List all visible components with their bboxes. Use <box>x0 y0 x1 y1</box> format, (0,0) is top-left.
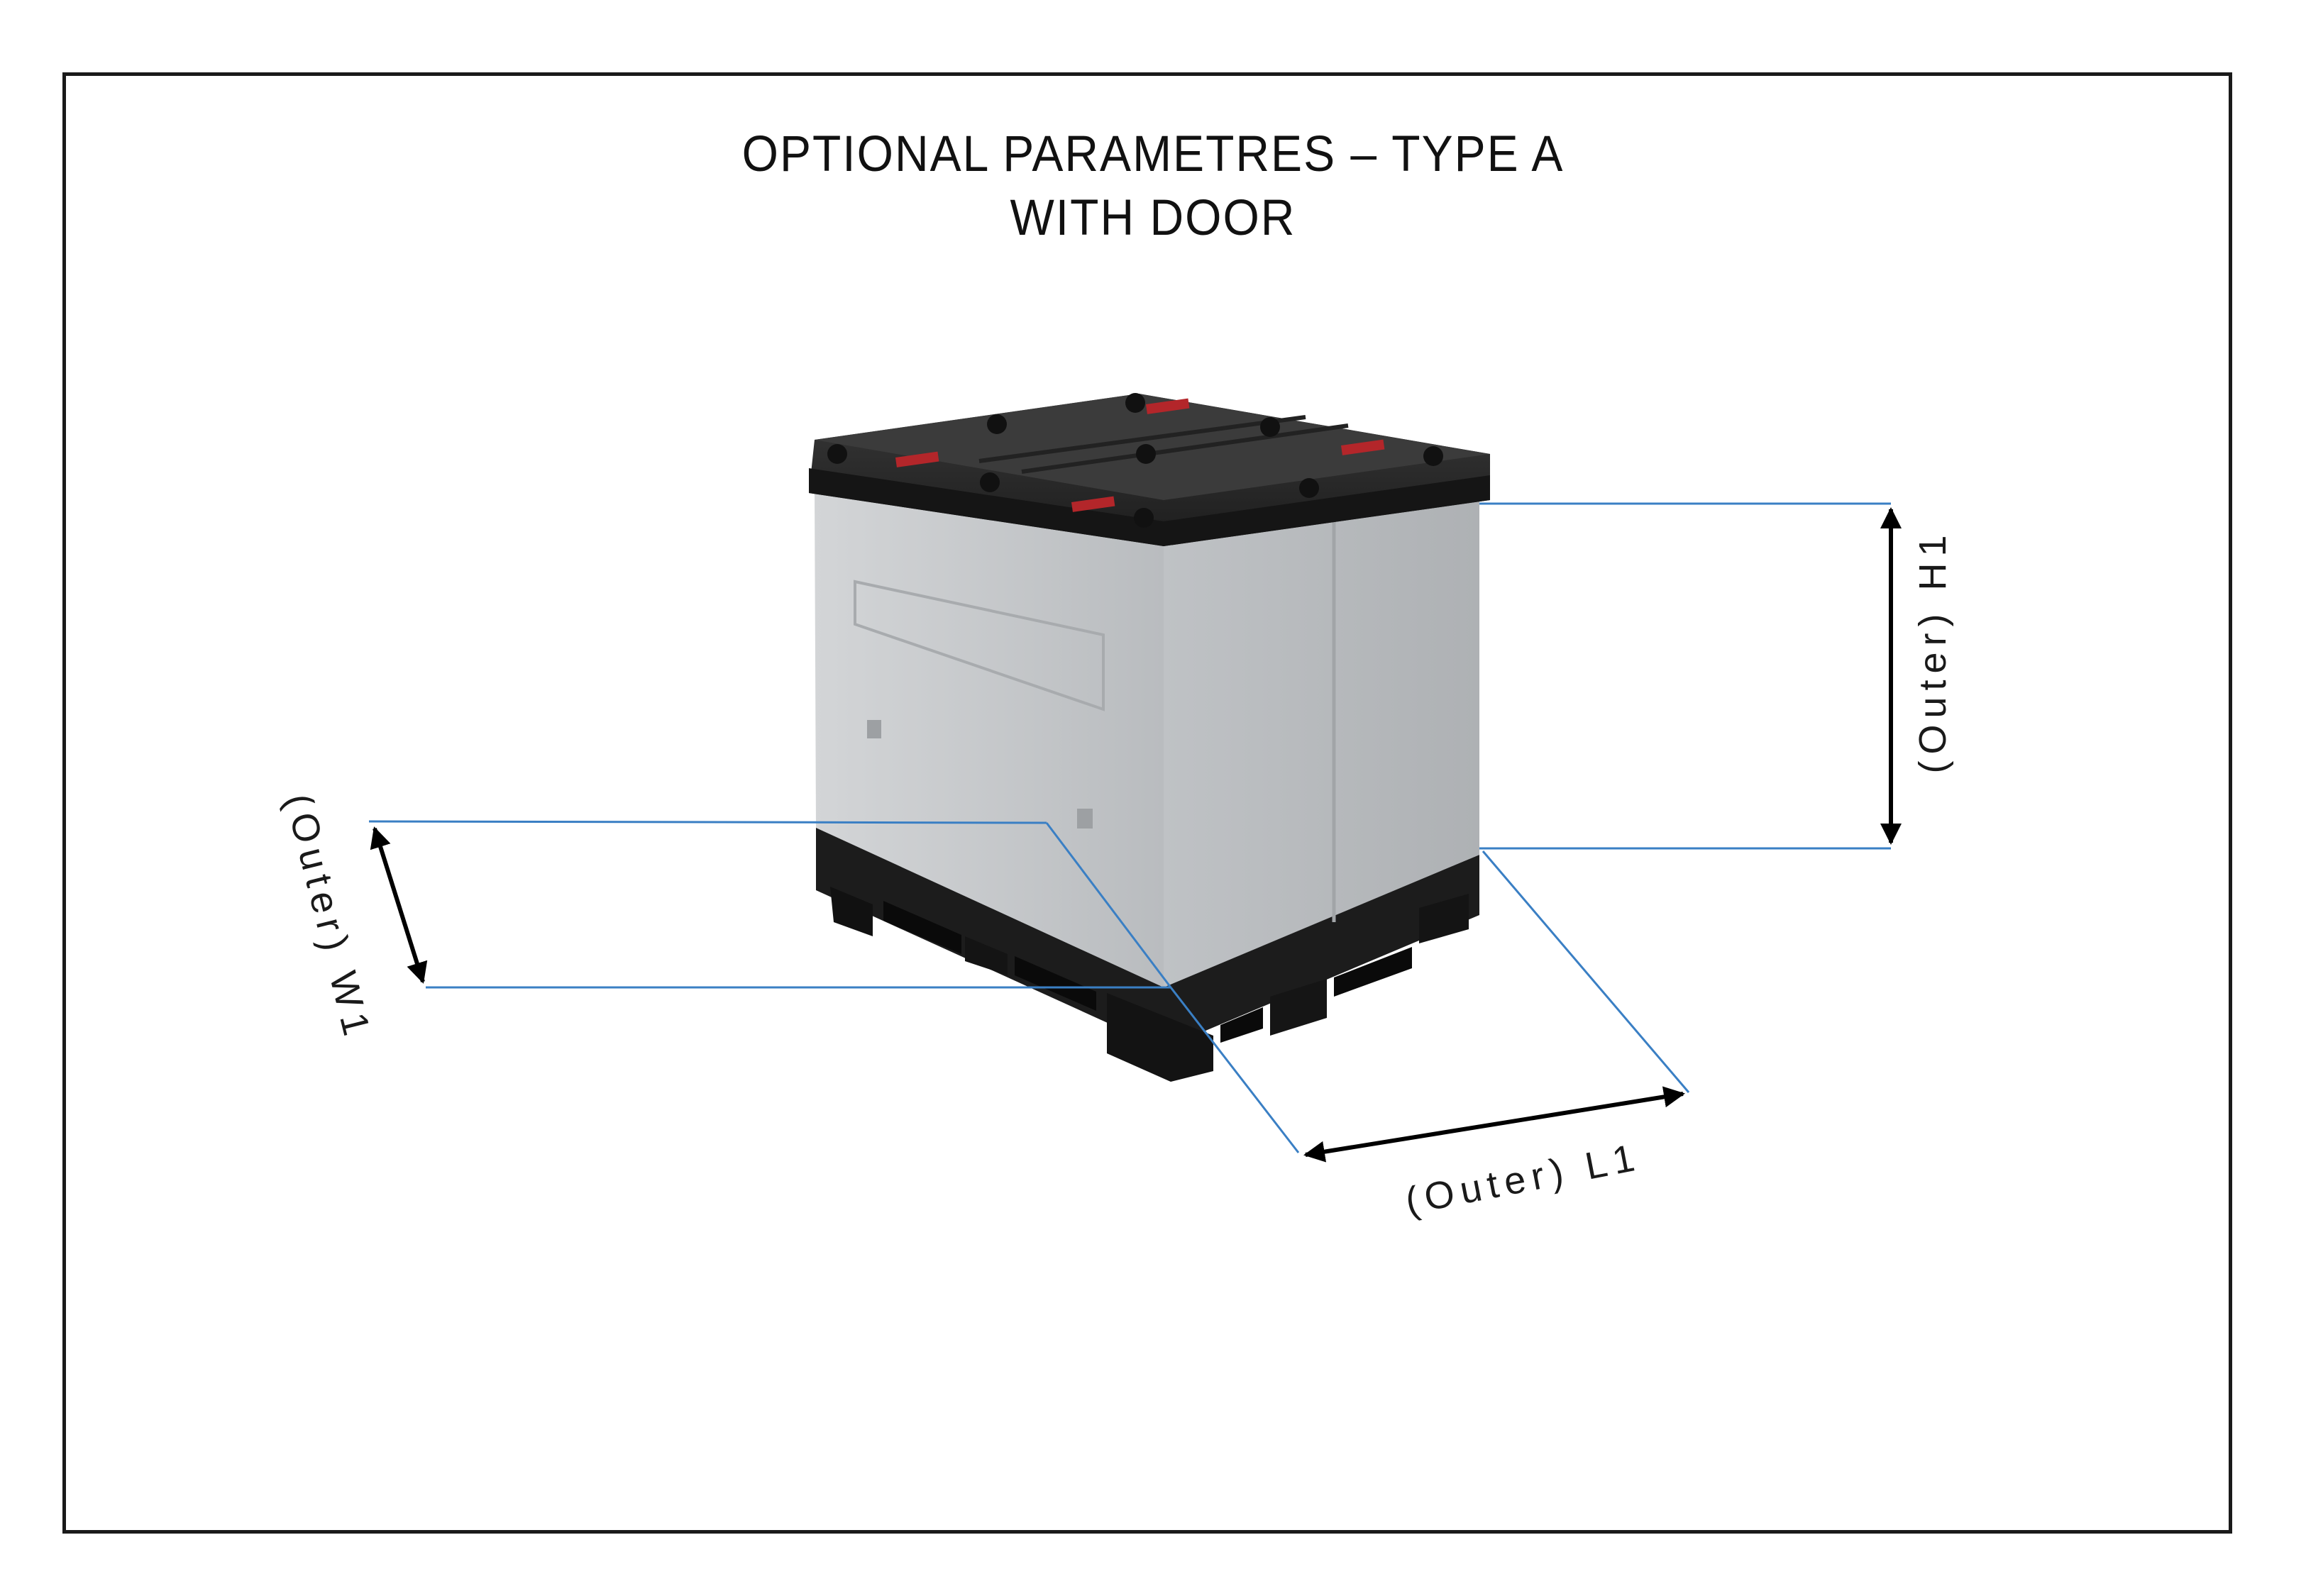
foldable-pallet-box-icon <box>809 393 1490 1082</box>
drawing-frame <box>62 72 2232 1534</box>
vent-detail <box>867 720 881 738</box>
door-panel <box>854 580 1105 711</box>
guide-lines <box>368 502 1891 1153</box>
pallet-base <box>816 826 1479 1082</box>
title-line-2: WITH DOOR <box>1010 189 1296 245</box>
lid <box>809 393 1490 546</box>
length-dimension-arrow <box>1303 1086 1685 1163</box>
length-label: (Outer) L1 <box>1402 1136 1644 1223</box>
width-dimension-arrow <box>370 826 428 984</box>
width-label: (Outer) W1 <box>277 789 380 1046</box>
title-line-1: OPTIONAL PARAMETRES – TYPE A <box>741 125 1565 182</box>
box-side-face <box>1164 500 1479 987</box>
height-label: (Outer) H1 <box>1911 528 1954 773</box>
vent-detail <box>1077 809 1093 829</box>
